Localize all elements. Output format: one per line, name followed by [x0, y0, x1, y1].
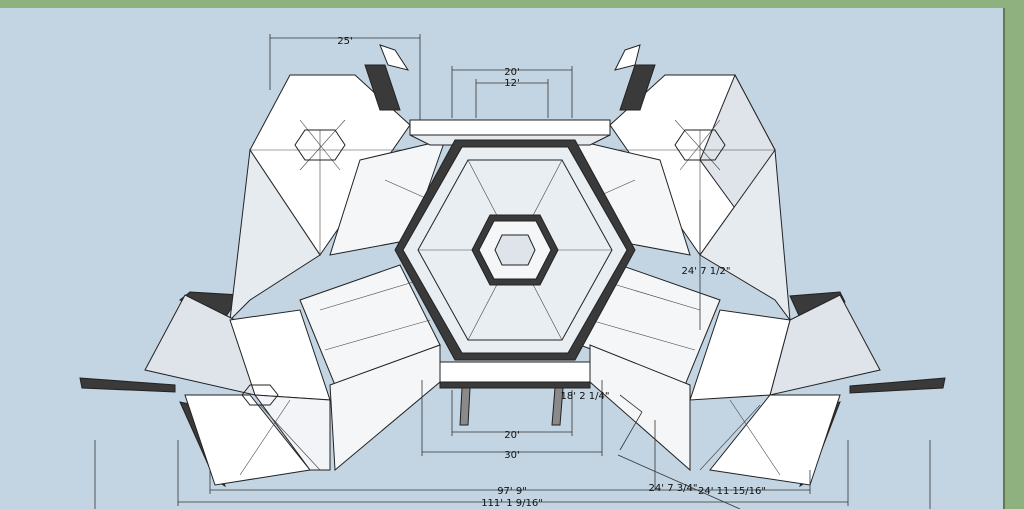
bottom-entry — [329, 344, 691, 472]
dim-overall-b: 111' 1 9/16" — [481, 498, 543, 509]
dim-bottom-outer: 30' — [504, 450, 519, 461]
dim-right-height: 24' 7 1/2" — [682, 266, 731, 277]
right-pod — [609, 73, 881, 486]
dim-overall-a: 97' 9" — [497, 486, 527, 497]
dimension-labels: 25' 20' 12' 24' 7 1/2" 18' 2 1/4" 20' 30… — [337, 36, 766, 509]
central-hub — [394, 139, 636, 361]
dim-top-outer: 20' — [504, 67, 519, 78]
viewport-border — [1003, 8, 1005, 509]
dim-bottom-inner: 20' — [504, 430, 519, 441]
modeling-viewport[interactable]: 25' 20' 12' 24' 7 1/2" 18' 2 1/4" 20' 30… — [0, 8, 1003, 509]
dimension-lines — [94, 34, 931, 509]
left-pod — [144, 74, 411, 486]
arm-modules — [299, 139, 721, 386]
dim-top-inner: 12' — [504, 78, 519, 89]
dim-lower-right-a: 24' 7 3/4" — [649, 483, 698, 494]
dim-top-left-span: 25' — [337, 36, 352, 47]
dim-lower-right-b: 24' 11 15/16" — [698, 486, 766, 497]
floor-plan-drawing: 25' 20' 12' 24' 7 1/2" 18' 2 1/4" 20' 30… — [79, 34, 946, 509]
top-bridge — [364, 44, 656, 146]
dim-front-offset: 18' 2 1/4" — [561, 391, 610, 402]
